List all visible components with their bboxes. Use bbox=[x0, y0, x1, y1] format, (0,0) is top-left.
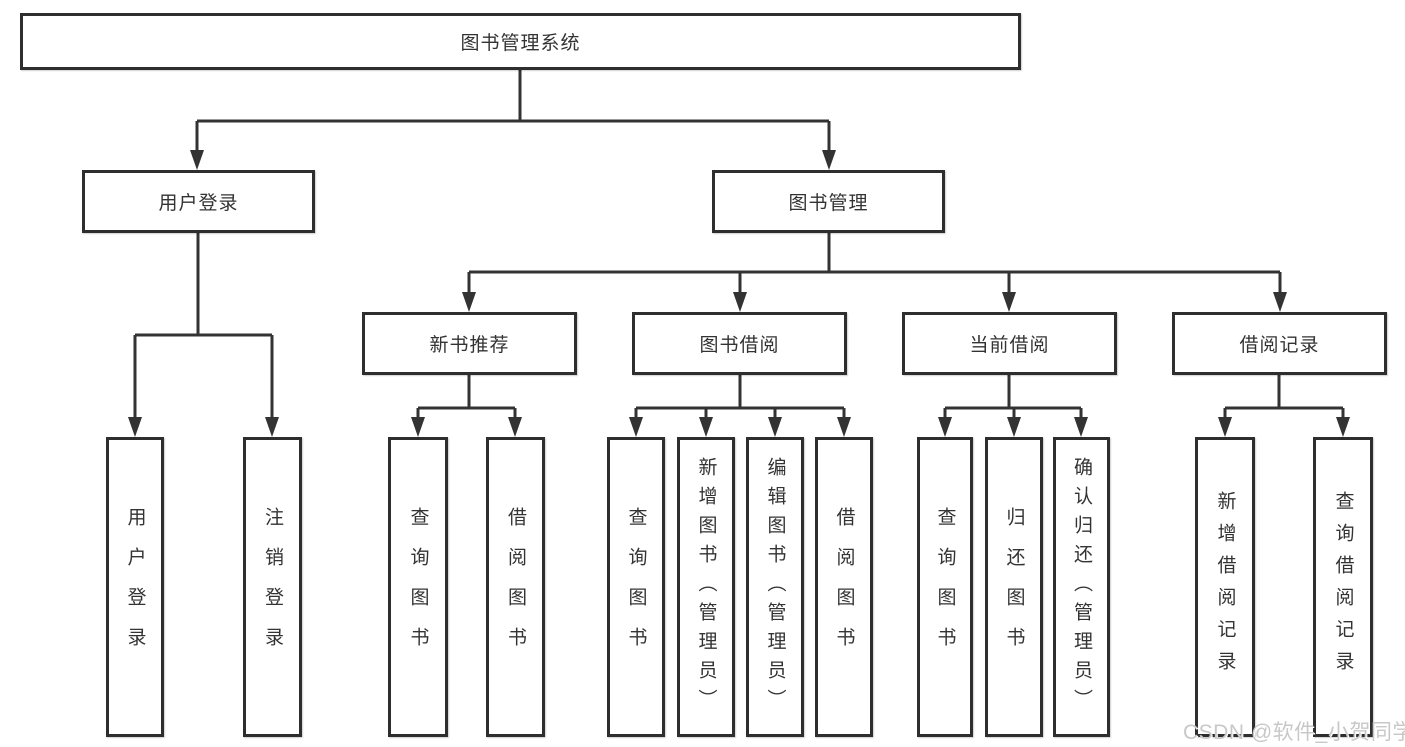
arrowhead-down-icon bbox=[1273, 292, 1287, 312]
arrowhead-down-icon bbox=[265, 417, 279, 437]
leaf-label: 借阅图书 bbox=[505, 507, 526, 667]
leaf-label: 借阅图书 bbox=[833, 507, 855, 667]
node-new-book-recommend: 新书推荐 bbox=[362, 312, 577, 375]
arrowhead-down-icon bbox=[768, 417, 782, 437]
leaf-label: 编辑图书（管理员） bbox=[764, 456, 786, 718]
leaf-label: 归还图书 bbox=[1003, 507, 1025, 667]
arrowhead-down-icon bbox=[938, 417, 952, 437]
leaf-query-borrow-record: 查询借阅记录 bbox=[1313, 437, 1373, 737]
arrowhead-down-icon bbox=[508, 417, 522, 437]
node-current-borrow: 当前借阅 bbox=[902, 312, 1117, 375]
connector bbox=[634, 375, 846, 420]
connector bbox=[943, 375, 1083, 420]
node-label: 当前借阅 bbox=[969, 335, 1050, 356]
node-book-borrow: 图书借阅 bbox=[632, 312, 847, 375]
arrowhead-down-icon bbox=[1074, 417, 1088, 437]
connector bbox=[195, 69, 831, 152]
arrowhead-down-icon bbox=[1336, 417, 1350, 437]
connector bbox=[416, 375, 517, 420]
arrowhead-down-icon bbox=[822, 150, 836, 170]
leaf-borrow-books: 借阅图书 bbox=[486, 437, 545, 737]
arrowhead-down-icon bbox=[190, 150, 204, 170]
node-label: 借阅记录 bbox=[1239, 335, 1320, 356]
leaf-query-books: 查询图书 bbox=[388, 437, 448, 737]
leaf-add-borrow-record: 新增借阅记录 bbox=[1195, 437, 1255, 737]
connector bbox=[467, 233, 1282, 295]
leaf-edit-books-admin: 编辑图书（管理员） bbox=[746, 437, 804, 737]
arrowhead-down-icon bbox=[837, 417, 851, 437]
node-root-system: 图书管理系统 bbox=[20, 13, 1021, 70]
node-borrow-records: 借阅记录 bbox=[1172, 312, 1387, 375]
csdn-watermark: CSDN @软件_小贺同学 bbox=[1183, 721, 1405, 744]
arrowhead-down-icon bbox=[1218, 417, 1232, 437]
node-label: 图书管理系统 bbox=[460, 33, 581, 54]
leaf-add-books-admin: 新增图书（管理员） bbox=[677, 437, 735, 737]
connector bbox=[1223, 375, 1345, 420]
leaf-label: 查询图书 bbox=[407, 507, 429, 667]
leaf-borrow-books: 借阅图书 bbox=[815, 437, 873, 737]
leaf-label: 查询图书 bbox=[934, 507, 956, 667]
arrowhead-down-icon bbox=[733, 292, 747, 312]
arrowhead-down-icon bbox=[629, 417, 643, 437]
arrowhead-down-icon bbox=[128, 417, 142, 437]
leaf-label: 新增图书（管理员） bbox=[695, 456, 717, 718]
arrowhead-down-icon bbox=[1002, 292, 1016, 312]
leaf-logout: 注销登录 bbox=[243, 437, 302, 737]
connector bbox=[133, 233, 274, 420]
node-book-management: 图书管理 bbox=[712, 170, 945, 233]
node-label: 图书借阅 bbox=[699, 335, 780, 356]
leaf-label: 查询借阅记录 bbox=[1332, 491, 1354, 683]
leaf-query-books: 查询图书 bbox=[607, 437, 665, 737]
node-user-login: 用户登录 bbox=[82, 170, 315, 233]
leaf-label: 查询图书 bbox=[625, 507, 647, 667]
leaf-user-login: 用户登录 bbox=[106, 437, 164, 737]
leaf-label: 注销登录 bbox=[262, 507, 283, 667]
arrowhead-down-icon bbox=[1007, 417, 1021, 437]
arrowhead-down-icon bbox=[411, 417, 425, 437]
leaf-label: 用户登录 bbox=[124, 507, 146, 667]
leaf-return-books: 归还图书 bbox=[985, 437, 1043, 737]
leaf-confirm-return-admin: 确认归还（管理员） bbox=[1053, 437, 1110, 737]
leaf-label: 新增借阅记录 bbox=[1214, 491, 1236, 683]
node-label: 新书推荐 bbox=[429, 335, 510, 356]
arrowhead-down-icon bbox=[462, 292, 476, 312]
leaf-query-books: 查询图书 bbox=[917, 437, 973, 737]
node-label: 用户登录 bbox=[158, 193, 239, 214]
arrowhead-down-icon bbox=[699, 417, 713, 437]
leaf-label: 确认归还（管理员） bbox=[1071, 456, 1092, 718]
node-label: 图书管理 bbox=[788, 193, 869, 214]
